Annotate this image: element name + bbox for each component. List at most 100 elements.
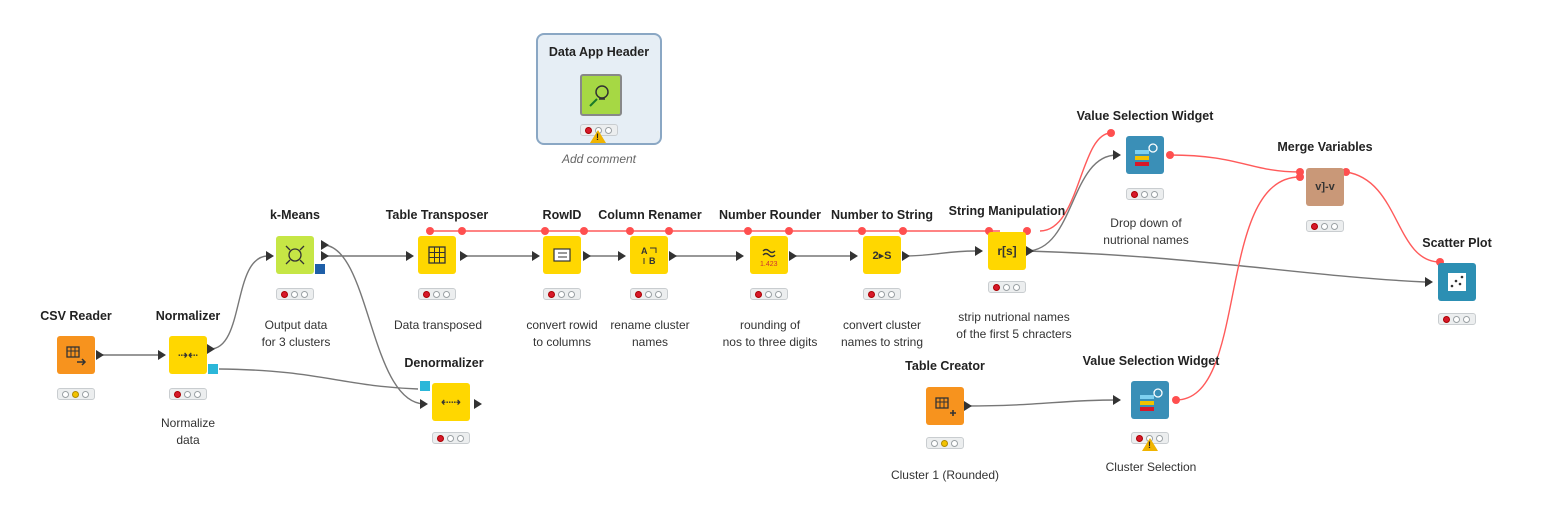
scatter-icon[interactable]: [1438, 263, 1476, 301]
grid-icon[interactable]: [418, 236, 456, 274]
node-label-value-selection-2: Cluster Selection: [1105, 460, 1197, 474]
arrow-stringmanip-out: [1026, 246, 1034, 256]
node-title-column-renamer: Column Renamer: [598, 208, 702, 222]
node-title-number-to-string: Number to String: [830, 208, 934, 222]
arrow-valuesel1-in: [1113, 150, 1121, 160]
node-title-normalizer: Normalizer: [155, 309, 221, 323]
rowid-icon[interactable]: [543, 236, 581, 274]
arrow-rowid-in: [532, 251, 540, 261]
arrow-kmeans-in: [266, 251, 274, 261]
merge-glyph: v]-v: [1315, 181, 1335, 193]
flowvar-valuesel1-merge: [1169, 154, 1301, 173]
arrow-tostring-out: [902, 251, 910, 261]
connection-normalizer-kmeans: [209, 255, 269, 350]
arrow-scatter-in: [1425, 277, 1433, 287]
connection-tostring-stringmanip: [903, 250, 976, 257]
node-title-csv-reader: CSV Reader: [40, 309, 112, 323]
flowvar-merge-scatter: [1345, 171, 1441, 263]
status-table-transposer: [418, 288, 456, 300]
node-title-value-selection-2: Value Selection Widget: [1082, 354, 1220, 368]
string-icon[interactable]: r[s]: [988, 232, 1026, 270]
node-title-denormalizer: Denormalizer: [404, 356, 484, 370]
status-number-rounder: [750, 288, 788, 300]
lightbulb-icon[interactable]: [580, 74, 622, 116]
arrow-denorm-in: [420, 399, 428, 409]
status-column-renamer: [630, 288, 668, 300]
node-title-table-creator: Table Creator: [905, 359, 985, 373]
svg-text:A: A: [641, 246, 648, 256]
arrow-renamer-in: [618, 251, 626, 261]
arrow-kmeans-out: [321, 240, 329, 250]
arrow-normalizer-in: [158, 350, 166, 360]
status-csv-reader: [57, 388, 95, 400]
status-string-manipulation: [988, 281, 1026, 293]
widget-icon[interactable]: [1131, 381, 1169, 419]
status-rowid: [543, 288, 581, 300]
normalize-icon[interactable]: ⇢⇠: [169, 336, 207, 374]
connection-tablecreator-valuesel2: [965, 399, 1118, 407]
rounder-sample-text: 1.423: [760, 261, 778, 268]
arrow-rowid-out: [583, 251, 591, 261]
arrow-rounder-in: [736, 251, 744, 261]
node-title-scatter-plot: Scatter Plot: [1422, 236, 1492, 250]
model-port[interactable]: [420, 381, 430, 391]
round-icon[interactable]: 1.423: [750, 236, 788, 274]
status-denormalizer: [432, 432, 470, 444]
arrow-normalizer-out: [207, 344, 215, 354]
arrow-rounder-out: [789, 251, 797, 261]
status-table-creator: [926, 437, 964, 449]
node-title-merge-variables: Merge Variables: [1277, 140, 1373, 154]
flowvar-valuesel2-merge: [1175, 176, 1301, 401]
status-normalizer: [169, 388, 207, 400]
convert-icon[interactable]: 2▸S: [863, 236, 901, 274]
arrow-tostring-in: [850, 251, 858, 261]
status-number-to-string: [863, 288, 901, 300]
table-create-icon[interactable]: [926, 387, 964, 425]
status-kmeans: [276, 288, 314, 300]
arrow-tablecreator-out: [964, 401, 972, 411]
model-port[interactable]: [315, 264, 325, 274]
connection-stringmanip-scatter: [1026, 250, 1426, 283]
table-read-icon[interactable]: [57, 336, 95, 374]
node-label-table-transposer: Data transposed: [393, 318, 483, 332]
node-title-table-transposer: Table Transposer: [385, 208, 489, 222]
arrow-csv-out: [96, 350, 104, 360]
denormalize-icon[interactable]: ⇠⇢: [432, 383, 470, 421]
connection-normalizer-denormalizer: [218, 368, 419, 390]
arrow-transposer-in: [406, 251, 414, 261]
arrow-transposer-out: [460, 251, 468, 261]
node-title-rowid: RowID: [542, 208, 582, 222]
connection-kmeans-denormalizer: [323, 244, 425, 405]
status-value-selection-1: [1126, 188, 1164, 200]
arrow-stringmanip-in: [975, 246, 983, 256]
add-comment[interactable]: Add comment: [561, 152, 637, 166]
arrow-denorm-out: [474, 399, 482, 409]
warning-icon: [1142, 438, 1158, 451]
arrow-kmeans-out2: [321, 251, 329, 261]
node-label-table-creator: Cluster 1 (Rounded): [890, 468, 1000, 482]
cluster-icon[interactable]: [276, 236, 314, 274]
warning-icon: [590, 130, 606, 143]
string-manip-glyph: r[s]: [997, 244, 1017, 258]
node-title-header: Data App Header: [548, 45, 650, 59]
node-title-value-selection-1: Value Selection Widget: [1076, 109, 1214, 123]
merge-icon[interactable]: v]-v: [1306, 168, 1344, 206]
svg-text:B: B: [649, 256, 656, 266]
arrow-valuesel2-in: [1113, 395, 1121, 405]
model-port[interactable]: [208, 364, 218, 374]
arrow-renamer-out: [669, 251, 677, 261]
widget-icon[interactable]: [1126, 136, 1164, 174]
node-title-string-manipulation: String Manipulation: [948, 204, 1066, 218]
node-title-kmeans: k-Means: [269, 208, 321, 222]
status-merge-variables: [1306, 220, 1344, 232]
status-scatter-plot: [1438, 313, 1476, 325]
connection-stringmanip-valuesel1: [1026, 154, 1118, 252]
